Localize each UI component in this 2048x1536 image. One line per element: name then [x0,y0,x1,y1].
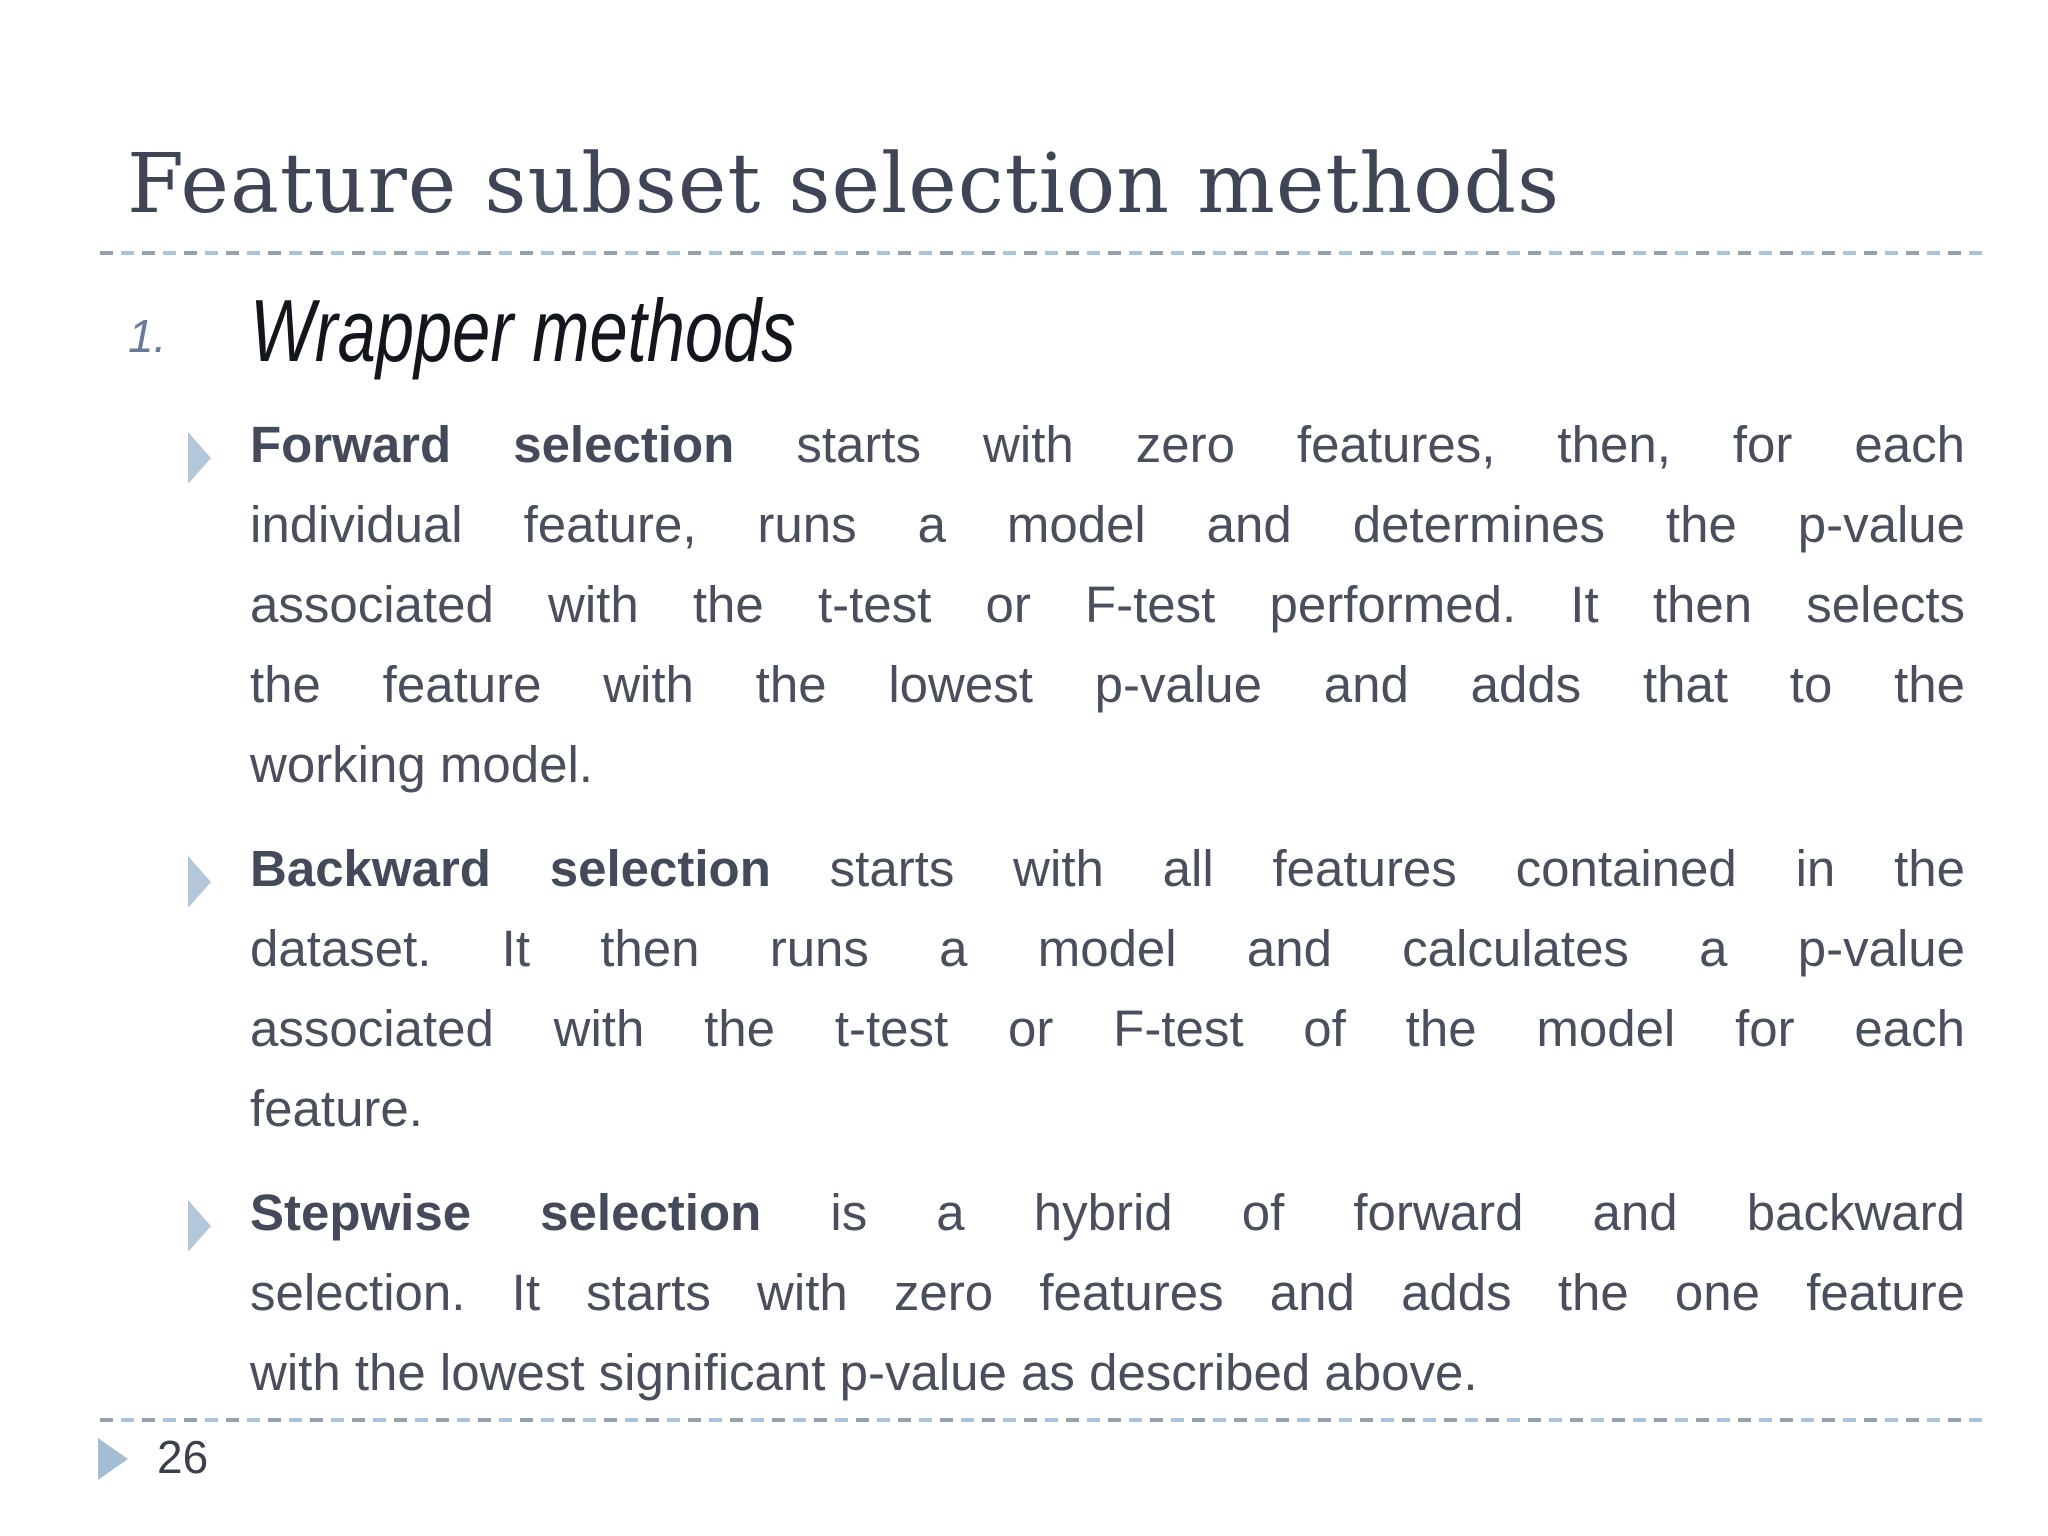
top-dashed-divider [100,251,1985,255]
bullet-text-line: dataset. It then runs a model and calcul… [250,920,1965,977]
bullet-text-line: associated with the t-test or F-test per… [250,576,1965,633]
bullet-text-line: with the lowest significant p-value as d… [250,1344,1478,1401]
right-triangle-icon [188,1200,211,1252]
bullet-text-line: feature. [250,1080,423,1137]
bullet-text-line: selection. It starts with zero features … [250,1264,1965,1321]
bottom-dashed-divider [100,1418,1985,1422]
bullet-text-line: the feature with the lowest p-value and … [250,656,1965,713]
slide-title: Feature subset selection methods [127,137,1561,232]
bullet-text-line: associated with the t-test or F-test of … [250,1000,1965,1057]
page-number: 26 [157,1431,209,1483]
right-triangle-icon [98,1438,128,1480]
bullet-text-line: working model. [250,736,593,793]
bullet-item-stepwise-selection: Stepwise selection is a hybrid of forwar… [188,1173,1965,1413]
bullet-list: Forward selection starts with zero featu… [188,405,1965,1437]
bullet-text-line: Forward selection starts with zero featu… [250,416,1966,473]
bullet-bold-term: Backward selection [250,840,771,897]
right-triangle-icon [188,432,211,484]
numbered-list-heading: Wrapper methods [250,281,796,380]
bullet-text-line: individual feature, runs a model and det… [250,496,1965,553]
bullet-item-forward-selection: Forward selection starts with zero featu… [188,405,1965,805]
bullet-bold-term: Stepwise selection [250,1184,762,1241]
bullet-text-line: Stepwise selection is a hybrid of forwar… [250,1184,1965,1241]
bullet-item-backward-selection: Backward selection starts with all featu… [188,829,1965,1149]
numbered-list-index: 1. [128,310,167,362]
bullet-text-line: Backward selection starts with all featu… [250,840,1965,897]
bullet-bold-term: Forward selection [250,416,735,473]
right-triangle-icon [188,856,211,908]
